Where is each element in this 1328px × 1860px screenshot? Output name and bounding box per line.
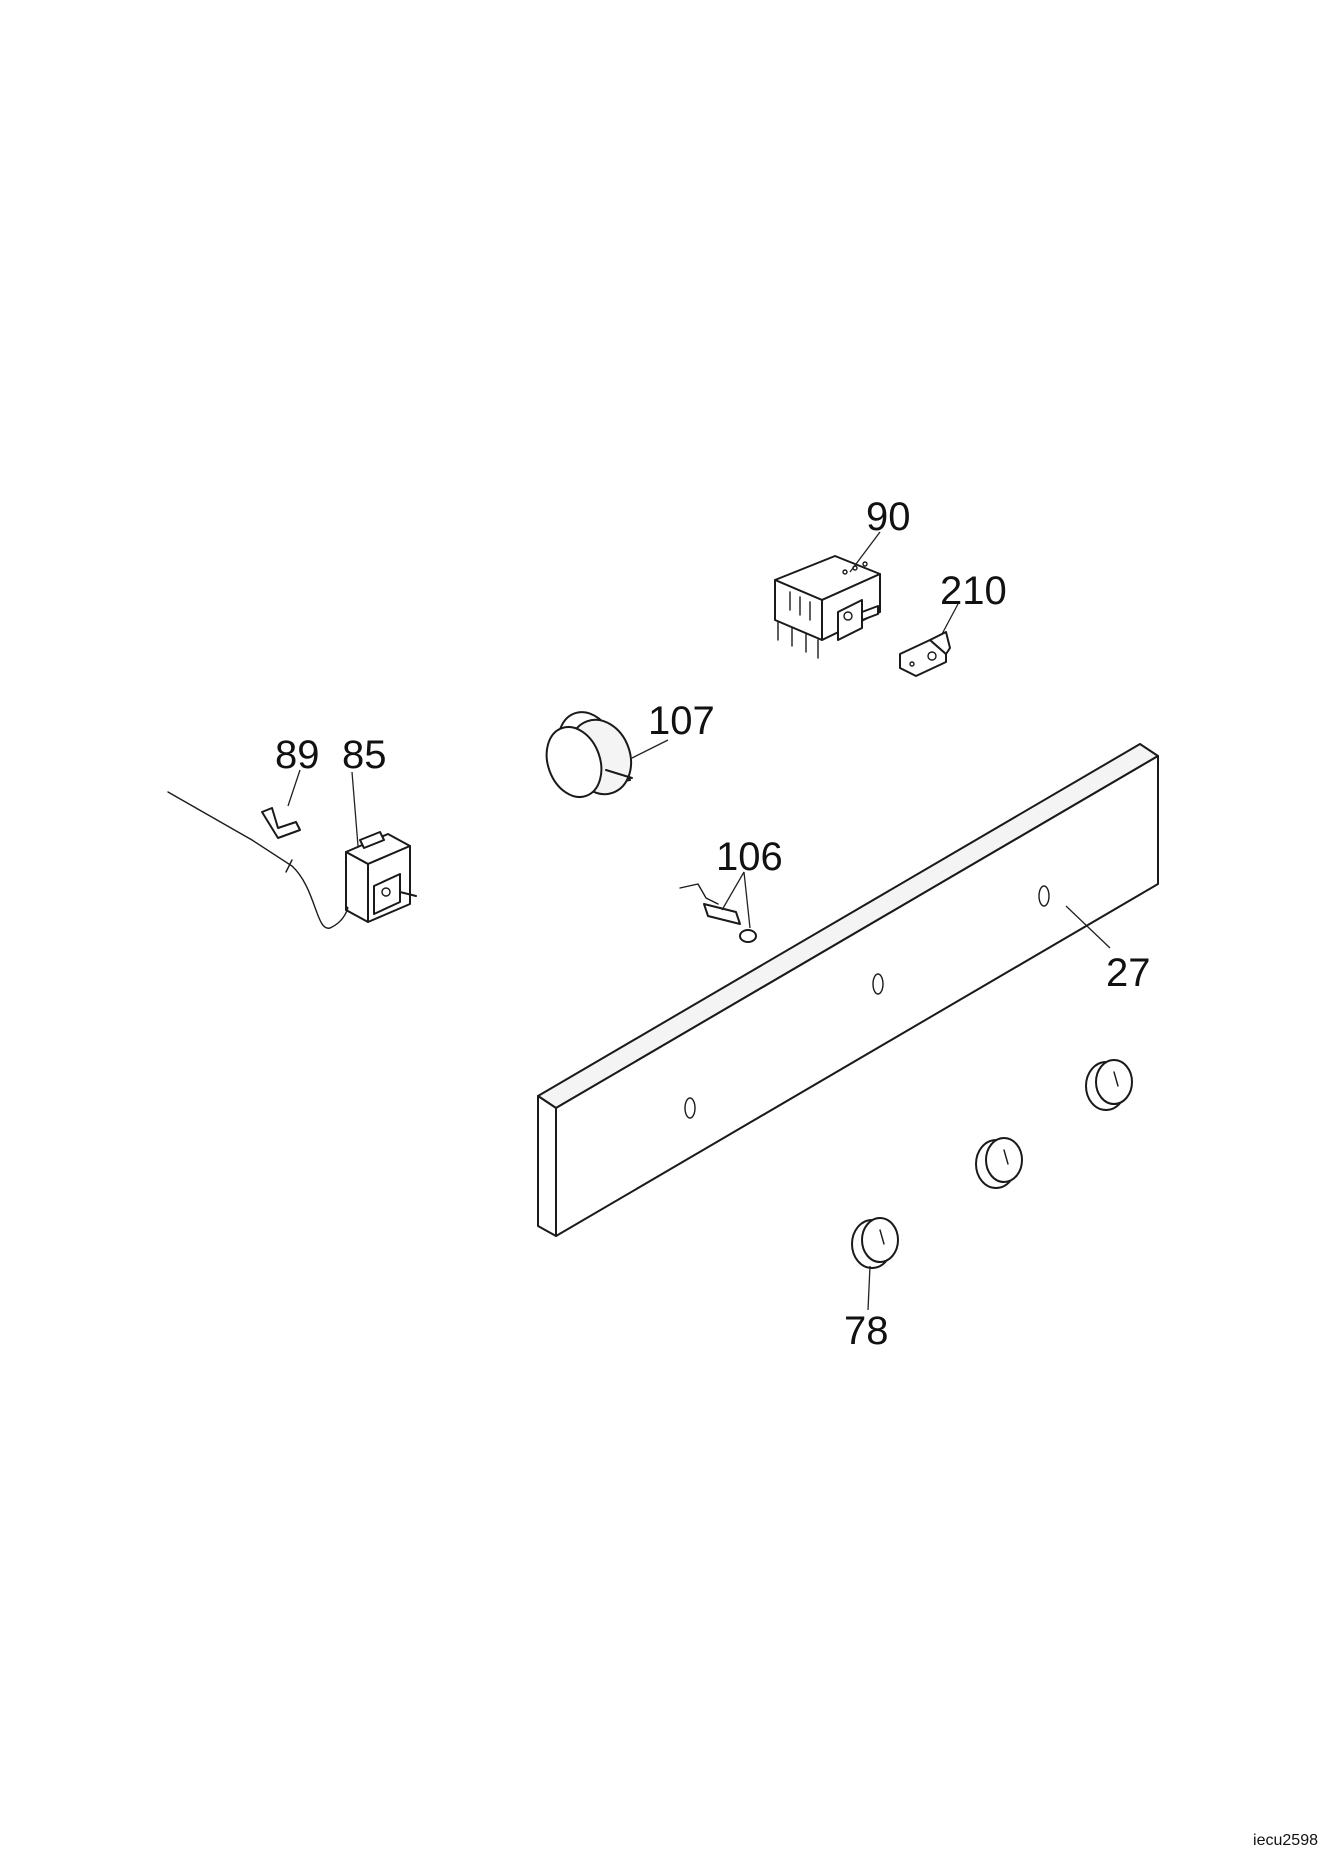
callout-27: 27	[1106, 951, 1151, 995]
callout-107: 107	[648, 699, 715, 743]
leader-90	[849, 531, 881, 573]
callout-210: 210	[940, 569, 1007, 613]
leader-106-a	[721, 871, 745, 911]
part-78-knob-1	[851, 1217, 899, 1269]
document-code: iecu2598	[1253, 1832, 1318, 1849]
part-78-knob-3	[1085, 1059, 1133, 1111]
leader-78	[867, 1265, 871, 1311]
callout-90: 90	[866, 495, 911, 539]
callout-85: 85	[342, 733, 387, 777]
callout-106: 106	[716, 835, 783, 879]
part-78-knob-2	[975, 1137, 1023, 1189]
part-27-control-panel	[537, 743, 1159, 1237]
leader-85	[351, 771, 359, 847]
callout-78: 78	[844, 1309, 889, 1353]
part-107-timer	[545, 711, 633, 798]
leader-107	[631, 739, 669, 759]
part-85-thermostat	[167, 791, 417, 929]
part-90-selector-switch	[774, 555, 881, 659]
callout-89: 89	[275, 733, 320, 777]
leader-89	[287, 769, 301, 807]
part-106-lamp-holder	[679, 883, 757, 943]
leader-27	[1065, 905, 1111, 949]
part-210-bracket	[899, 631, 951, 677]
part-89-clip	[261, 807, 301, 839]
leader-210	[941, 603, 959, 635]
leader-106-b	[743, 871, 751, 929]
